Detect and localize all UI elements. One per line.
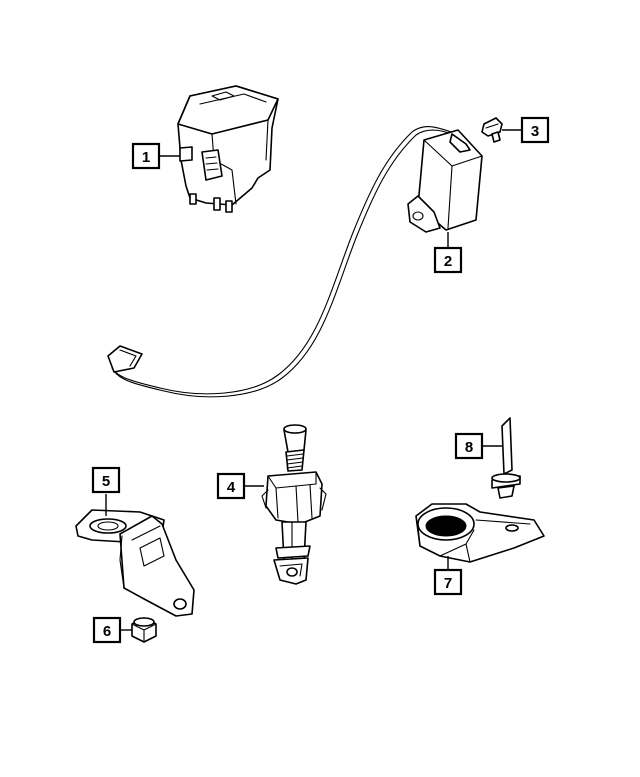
callout-6: 6 (92, 616, 122, 644)
callout-1-label: 1 (142, 149, 150, 166)
callout-3-label: 3 (531, 123, 539, 140)
part-1-module (177, 85, 279, 213)
callout-4-label: 4 (227, 479, 236, 496)
callout-6-label: 6 (103, 623, 111, 640)
callout-5: 5 (91, 466, 121, 494)
callout-5-label: 5 (102, 473, 110, 490)
callout-7: 7 (433, 568, 463, 596)
callout-7-label: 7 (444, 575, 452, 592)
part-3-screw (481, 117, 503, 143)
part-4-actuator (261, 424, 327, 585)
part-6-bolt (131, 617, 157, 643)
callout-4: 4 (216, 472, 246, 500)
part-2-antenna-module (107, 126, 483, 398)
callout-2: 2 (433, 246, 463, 274)
part-8-rivet (491, 417, 521, 499)
callout-8-label: 8 (465, 439, 473, 456)
part-5-bracket (75, 509, 195, 617)
callout-3: 3 (520, 116, 550, 144)
callout-1: 1 (131, 142, 161, 170)
callout-8: 8 (454, 432, 484, 460)
part-7-ring-bracket (415, 503, 545, 563)
callout-2-label: 2 (444, 253, 452, 270)
